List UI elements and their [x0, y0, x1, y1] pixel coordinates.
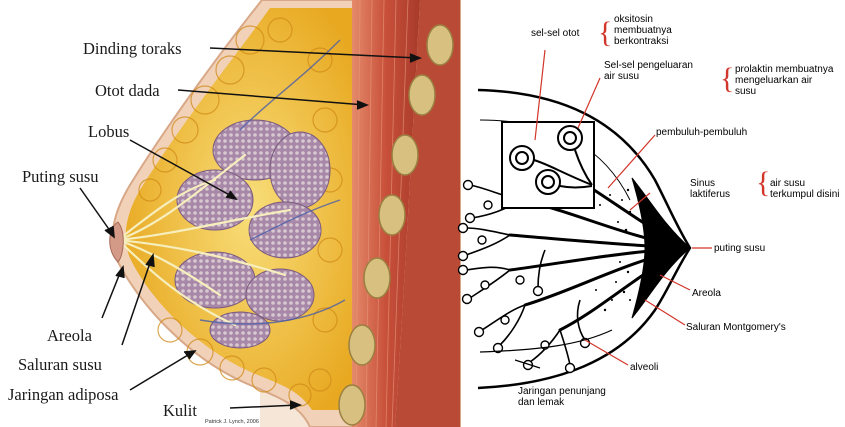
- label-otot-dada: Otot dada: [95, 81, 160, 100]
- label-sel-sel-otot: sel-sel otot: [531, 28, 580, 39]
- brace-oksitosin: {: [598, 16, 612, 49]
- brace-air-susu: {: [756, 166, 770, 199]
- label-pembuluh: pembuluh-pembuluh: [656, 127, 747, 138]
- label-prolaktin-1: prolaktin membuatnya: [735, 64, 834, 75]
- label-saluran-susu: Saluran susu: [18, 355, 102, 374]
- label-jaringan-adiposa: Jaringan adiposa: [8, 385, 119, 404]
- stipple: [595, 189, 631, 311]
- label-prolaktin-3: susu: [735, 86, 756, 97]
- brace-prolaktin: {: [720, 62, 734, 95]
- label-kulit: Kulit: [163, 401, 197, 420]
- label-sinus-1: Sinus: [690, 178, 715, 189]
- label-areola: Areola: [47, 326, 93, 345]
- label-alveoli: alveoli: [630, 362, 658, 373]
- label-areola-right: Areola: [692, 288, 721, 299]
- label-puting-susu-right: puting susu: [714, 243, 765, 254]
- label-oksitosin-3: berkontraksi: [614, 36, 668, 47]
- label-dinding-toraks: Dinding toraks: [83, 39, 182, 58]
- left-illustration: [110, 0, 460, 427]
- label-montgomery: Saluran Montgomery's: [686, 322, 786, 333]
- label-sel-pengeluaran-1: Sel-sel pengeluaran: [604, 60, 693, 71]
- label-jaringan-1: Jaringan penunjang: [518, 386, 606, 397]
- label-oksitosin-1: oksitosin: [614, 14, 653, 25]
- credit-text: Patrick J. Lynch, 2006: [205, 419, 259, 425]
- label-sinus-2: laktiferus: [690, 189, 730, 200]
- label-jaringan-2: dan lemak: [518, 397, 565, 408]
- label-air-susu-2: terkumpul disini: [770, 189, 839, 200]
- label-puting-susu: Puting susu: [22, 167, 99, 186]
- label-prolaktin-2: mengeluarkan air: [735, 75, 813, 86]
- label-sel-pengeluaran-2: air susu: [604, 71, 639, 82]
- label-oksitosin-2: membuatnya: [614, 25, 672, 36]
- label-lobus: Lobus: [88, 122, 129, 141]
- label-air-susu-1: air susu: [770, 178, 805, 189]
